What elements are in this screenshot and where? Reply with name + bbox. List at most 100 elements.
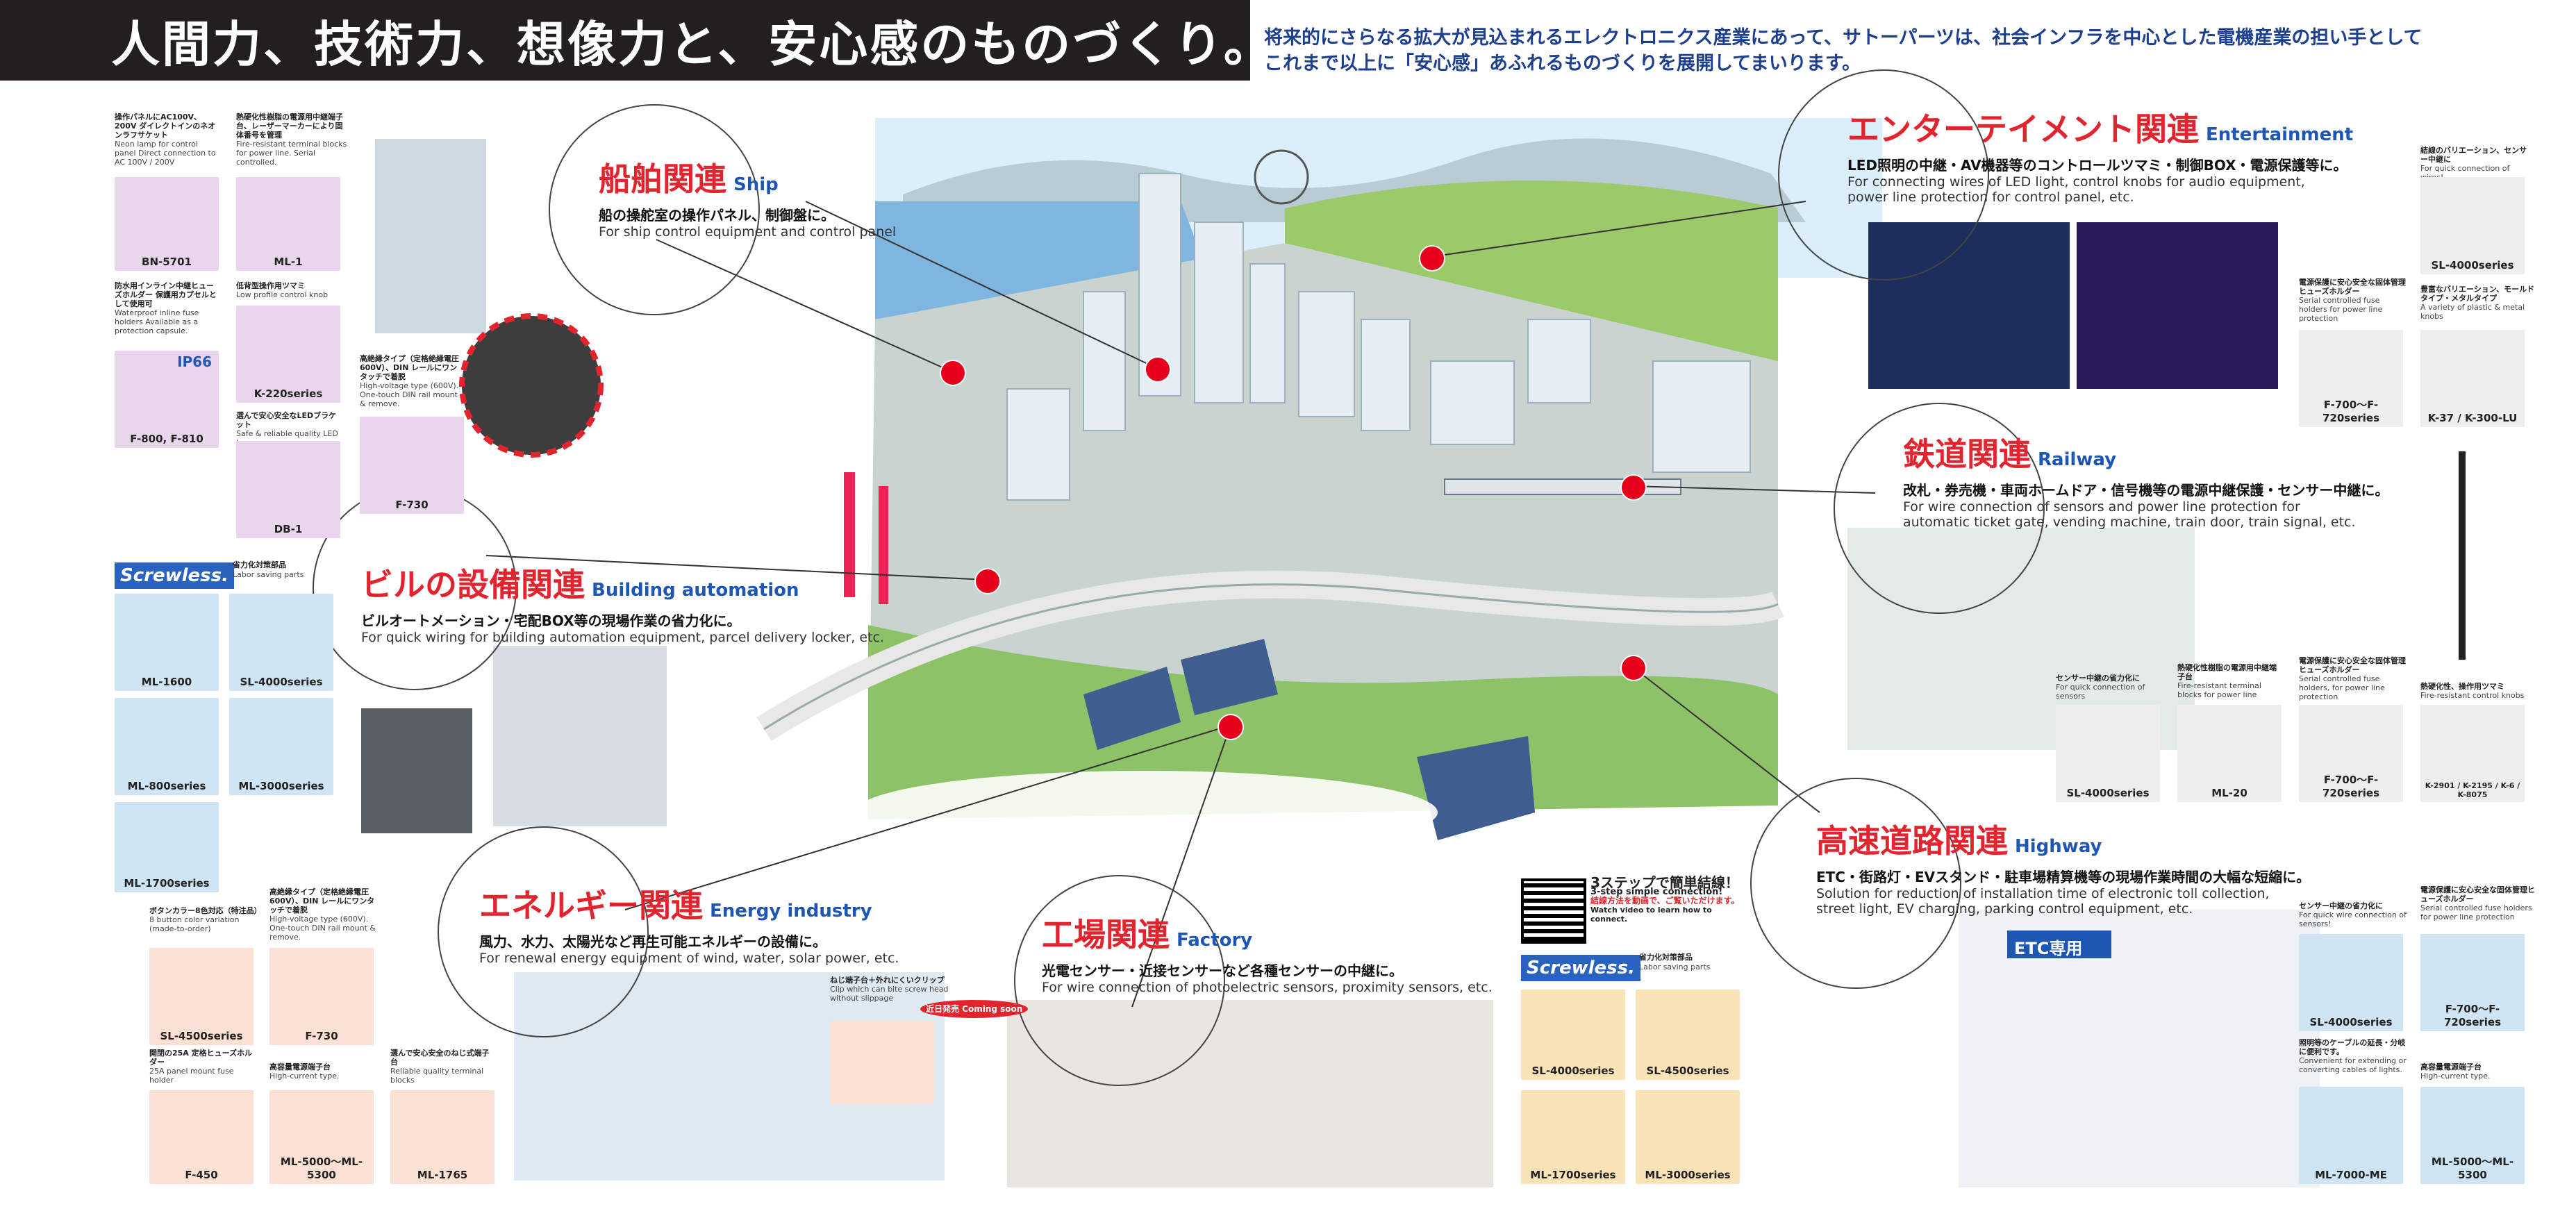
product-rail-ml20-card[interactable]: ML-20 (2177, 705, 2282, 802)
product-name: F-730 (305, 1030, 338, 1042)
factory-callout-circle (1014, 875, 1225, 1086)
product-ml800-card[interactable]: ML-800series (115, 698, 219, 795)
sector-building-desc-en: For quick wiring for building automation… (361, 630, 884, 645)
railway-location-dot (1620, 474, 1647, 501)
product-hw-f700-text: 電源保護に安心安全な固体管理ヒューズホルダー Serial controlled… (2420, 885, 2535, 921)
product-ml3000b-card[interactable]: ML-3000series (1636, 1090, 1740, 1184)
product-f730b-card[interactable]: F-730 (269, 948, 374, 1045)
sector-highway-jp: 高速道路関連 (1816, 822, 2008, 860)
product-name: ML-7000-ME (2315, 1169, 2387, 1181)
product-ml3000-card[interactable]: ML-3000series (229, 698, 333, 795)
product-ent-sl4000-card[interactable]: SL-4000series (2420, 177, 2525, 274)
qr-text: 3ステップで簡単結線！ 3-step simple connection! 結線… (1590, 874, 1740, 924)
labor-saving-center: 省力化対策部品 Labor saving parts (1639, 953, 1711, 971)
product-sl4500-card[interactable]: SL-4500series (149, 948, 254, 1045)
sector-ship-desc-en: For ship control equipment and control p… (599, 224, 897, 240)
qr-code[interactable] (1521, 878, 1586, 944)
product-f800-card[interactable]: IP66 F-800, F-810 (115, 351, 219, 448)
screwless-logo-left: Screwless. (115, 562, 234, 589)
sector-ship-en: Ship (733, 174, 779, 195)
product-sl4000b-card[interactable]: SL-4000series (1521, 990, 1625, 1080)
product-hw-ml7000-card[interactable]: ML-7000-ME (2299, 1087, 2403, 1184)
product-name: ML-1700series (124, 877, 210, 890)
sector-highway-desc-jp: ETC・街路灯・EVスタンド・駐車場精算機等の現場作業時間の大幅な短縮に。 (1816, 869, 2311, 885)
product-name: SL-4000series (2431, 259, 2514, 272)
factory-location-dot (1218, 714, 1244, 740)
sector-entertainment-desc-en-2: power line protection for control panel,… (1847, 190, 2134, 205)
product-clip-card[interactable] (830, 1021, 934, 1104)
product-f730a-card[interactable]: F-730 (360, 417, 464, 514)
product-k220-card[interactable]: K-220series (236, 306, 340, 403)
product-hw-ml5000-text: 高容量電源端子台 High-current type. (2420, 1062, 2491, 1081)
ship-callout-circle (549, 104, 760, 315)
product-ml1700b-card[interactable]: ML-1700series (1521, 1090, 1625, 1184)
sector-ship-jp: 船舶関連 (599, 160, 726, 198)
product-ent-f700-text: 電源保護に安心安全な固体管理ヒューズホルダー Serial controlled… (2299, 278, 2406, 323)
product-ent-f700-card[interactable]: F-700～F-720series (2299, 330, 2403, 427)
product-rail-ml20-text: 熱硬化性樹脂の電源用中継端子台 Fire-resistant terminal … (2177, 663, 2277, 699)
product-db1-card[interactable]: DB-1 (236, 441, 340, 538)
product-ml1765-card[interactable]: ML-1765 (390, 1090, 495, 1184)
product-name: F-700～F-720series (2443, 1003, 2502, 1028)
product-hw-ml5000-card[interactable]: ML-5000～ML-5300 (2420, 1087, 2525, 1184)
product-rail-sl4000-card[interactable]: SL-4000series (2056, 705, 2160, 802)
sector-entertainment-en: Entertainment (2206, 124, 2354, 145)
product-name: SL-4000series (2066, 787, 2150, 799)
sector-railway-desc-en-2: automatic ticket gate, vending machine, … (1903, 515, 2356, 530)
sector-ship-desc-jp: 船の操舵室の操作パネル、制御盤に。 (599, 207, 835, 224)
ip66-badge: IP66 (177, 353, 212, 370)
product-sl4500b-card[interactable]: SL-4500series (1636, 990, 1740, 1080)
ferris-wheel (1254, 149, 1309, 205)
product-hw-sl4000-card[interactable]: SL-4000series (2299, 934, 2403, 1031)
product-sl4500-text: ボタンカラー8色対応（特注品） 8 button color variation… (149, 906, 262, 933)
product-name: ML-1700series (1530, 1169, 1616, 1181)
product-f450-text: 開閉の25A 定格ヒューズホルダー 25A panel mount fuse h… (149, 1049, 253, 1085)
product-ml1600-card[interactable]: ML-1600 (115, 594, 219, 691)
intro-line-2: これまで以上に「安心感」あふれるものづくりを展開してまいります。 (1264, 53, 1861, 74)
product-name: ML-3000series (1645, 1169, 1731, 1181)
sector-highway-en: Highway (2015, 836, 2102, 857)
product-ml1765-text: 選んで安心安全のねじ式端子台 Reliable quality terminal… (390, 1049, 490, 1085)
sector-building-jp: ビルの設備関連 (361, 566, 585, 603)
sector-energy-en: Energy industry (710, 901, 872, 921)
product-name: SL-4000series (1531, 1065, 1615, 1077)
product-hw-f700-card[interactable]: F-700～F-720series (2420, 934, 2525, 1031)
sector-energy-jp: エネルギー関連 (479, 887, 703, 924)
product-name: ML-20 (2211, 787, 2247, 799)
product-ml1700-card[interactable]: ML-1700series (115, 802, 219, 892)
product-f800-text: 防水用インライン中継ヒューズホルダー 保護用カプセルとして使用可 Waterpr… (115, 281, 217, 335)
product-ent-k52-card[interactable]: K-37 / K-300-LU (2420, 330, 2525, 427)
railway-callout-circle (1834, 403, 2045, 614)
product-name: K-37 / K-300-LU (2427, 412, 2518, 424)
solar-panels (1083, 639, 1535, 840)
sector-railway-desc-en-1: For wire connection of sensors and power… (1903, 499, 2300, 515)
sector-ship: 船舶関連 Ship 船の操舵室の操作パネル、制御盤に。 For ship cont… (599, 154, 896, 240)
product-f450-card[interactable]: F-450 (149, 1090, 254, 1184)
sector-building-en: Building automation (592, 580, 799, 601)
header-banner: 人間力、技術力、想像力と、安心感のものづくり。 (0, 0, 1272, 81)
product-name: ML-1 (274, 256, 303, 268)
screwless-logo-center: Screwless. (1521, 955, 1640, 981)
product-ml5000-card[interactable]: ML-5000～ML-5300 (269, 1090, 374, 1184)
product-rail-k2901-card[interactable]: K-2901 / K-2195 / K-6 / K-8075 (2420, 705, 2525, 802)
field (868, 625, 1778, 819)
product-name: ML-1765 (417, 1169, 468, 1181)
product-rail-f700-card[interactable]: F-700～F-720series (2299, 705, 2403, 802)
railroad-crossing (2459, 451, 2466, 660)
product-name: BN-5701 (142, 256, 192, 268)
product-sl4000-card[interactable]: SL-4000series (229, 594, 333, 691)
product-ml1-card[interactable]: ML-1 (236, 177, 340, 271)
building-location-dot (1145, 356, 1171, 383)
buildings (1006, 173, 1751, 501)
sector-railway-jp: 鉄道関連 (1903, 435, 2031, 473)
product-bn5701-card[interactable]: BN-5701 (115, 177, 219, 271)
product-rail-k2901-text: 熱硬化性、操作用ツマミ Fire-resistant control knobs (2420, 682, 2525, 700)
product-ent-sl4000-text: 結線のバリエーション、センサー中継に For quick connection … (2420, 146, 2527, 182)
sector-energy-desc-jp: 風力、水力、太陽光など再生可能エネルギーの設備に。 (479, 933, 826, 950)
highway-callout-circle (1750, 778, 1961, 989)
product-name: F-700～F-720series (2322, 774, 2380, 799)
product-clip-text: ねじ端子台＋外れにくいクリップ Clip which can bite scre… (830, 976, 949, 1003)
intro-text: 将来的にさらなる拡大が見込まれるエレクトロニクス産業にあって、サトーパーツは、社… (1264, 25, 2556, 76)
